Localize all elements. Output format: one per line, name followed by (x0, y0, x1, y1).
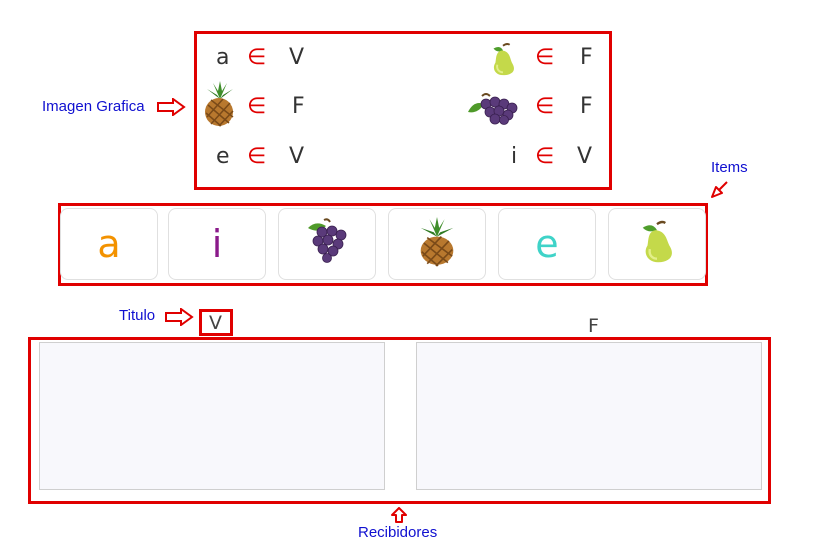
graphic-row1-right-value: F (580, 45, 593, 70)
grapes-icon (464, 90, 520, 131)
imagen-grafica-label: Imagen Grafica (42, 98, 145, 115)
recibidores-label: Recibidores (358, 524, 438, 541)
graphic-row2-right-belong: ∈ (535, 94, 555, 119)
pineapple-icon (414, 216, 460, 272)
graphic-row3-left-letter: e (216, 144, 230, 169)
graphic-row2-left-belong: ∈ (247, 94, 267, 119)
arrow-down-left-icon (708, 179, 730, 206)
receiver-drop-zone-v[interactable] (39, 342, 385, 490)
item-letter: e (535, 222, 559, 266)
graphic-row3-right-letter: i (511, 144, 518, 169)
recibidores-annotation-box (28, 337, 771, 504)
item-card-i[interactable]: i (168, 208, 266, 280)
graphic-annotation-box (194, 31, 612, 190)
arrow-up-icon (391, 507, 407, 528)
item-letter: a (97, 222, 121, 266)
graphic-row1-left-letter: a (216, 45, 230, 70)
graphic-row3-left-belong: ∈ (247, 144, 267, 169)
pear-icon (484, 40, 522, 83)
grapes-icon (302, 217, 352, 271)
items-annotation-box (58, 203, 708, 286)
graphic-row1-left-value: V (289, 45, 305, 70)
receiver-title-v: V (209, 312, 222, 334)
items-label: Items (711, 159, 748, 176)
titulo-annotation-box (199, 309, 233, 336)
pineapple-icon (199, 81, 241, 132)
graphic-row1-left-belong: ∈ (247, 45, 267, 70)
arrow-right-icon (164, 307, 194, 331)
graphic-row2-right-value: F (580, 94, 593, 119)
titulo-label: Titulo (119, 307, 156, 324)
graphic-row2-left-value: F (292, 94, 305, 119)
receiver-title-f: F (588, 315, 599, 337)
graphic-row1-right-belong: ∈ (535, 45, 555, 70)
item-letter: i (211, 222, 223, 266)
graphic-row3-right-value: V (577, 144, 593, 169)
item-card-e[interactable]: e (498, 208, 596, 280)
arrow-right-icon (156, 97, 186, 121)
item-card-grapes[interactable] (278, 208, 376, 280)
graphic-row3-left-value: V (289, 144, 305, 169)
pear-icon (633, 217, 681, 272)
graphic-row3-right-belong: ∈ (535, 144, 555, 169)
item-card-a[interactable]: a (60, 208, 158, 280)
receiver-drop-zone-f[interactable] (416, 342, 762, 490)
item-card-pineapple[interactable] (388, 208, 486, 280)
item-card-pear[interactable] (608, 208, 706, 280)
